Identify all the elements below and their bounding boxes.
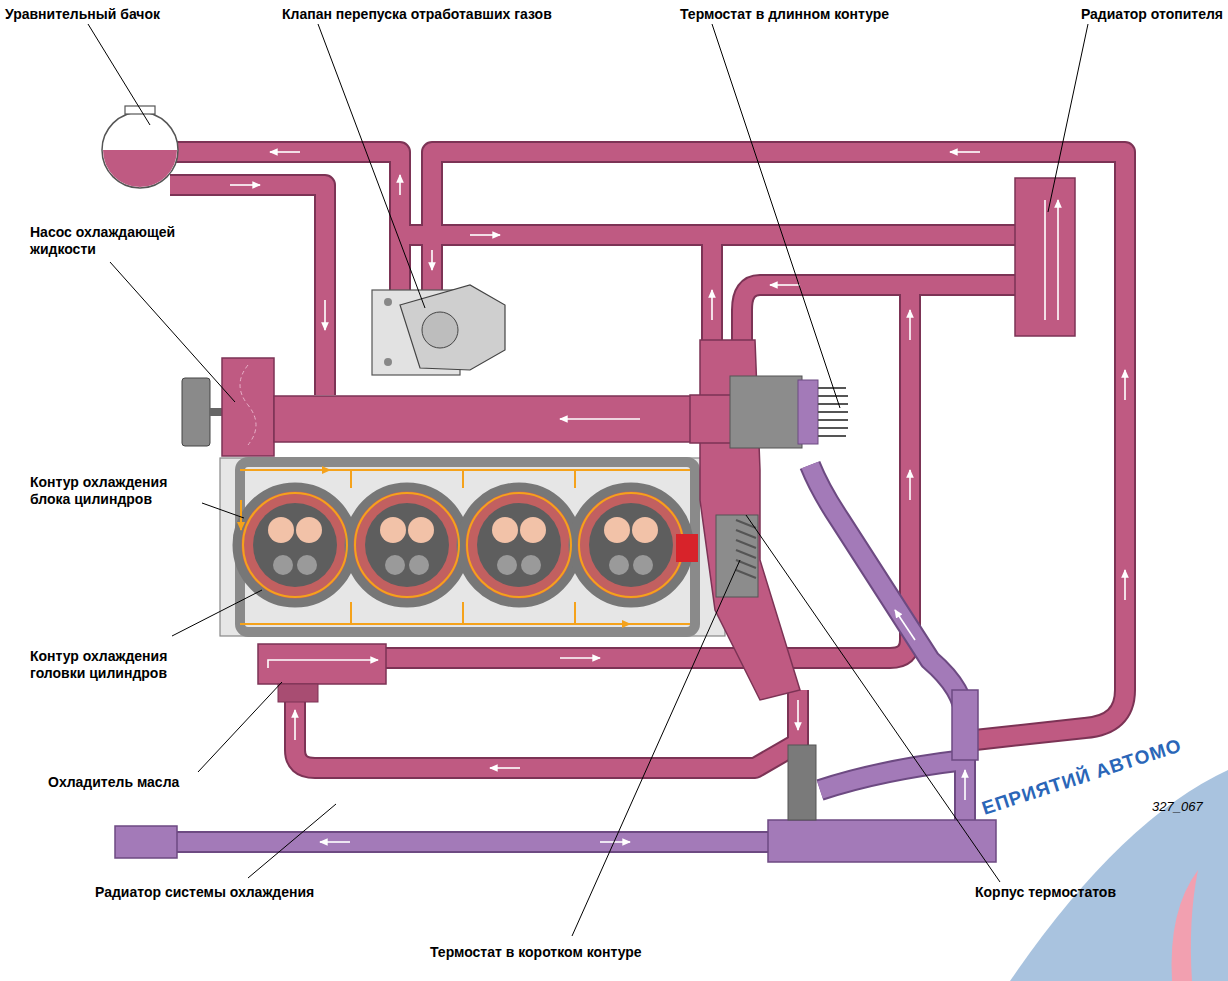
watermark-swoosh <box>1010 770 1228 981</box>
figure-number: 327_067 <box>1152 798 1203 815</box>
part-label: Насос охлаждающей жидкости <box>30 224 230 258</box>
part-label: Контур охлаждения головки цилиндров <box>30 648 205 682</box>
part-label: Контур охлаждения блока цилиндров <box>30 474 205 508</box>
coolant-radiator <box>115 690 996 862</box>
expansion-tank <box>102 106 178 188</box>
part-label: Уравнительный бачок <box>5 6 160 23</box>
part-label: Радиатор отопителя <box>1081 6 1223 23</box>
watermark-swoosh <box>1172 870 1198 981</box>
leader-line <box>88 24 1088 936</box>
engine-block <box>220 458 725 636</box>
part-label: Клапан перепуска отработавших газов <box>282 6 552 23</box>
oil-cooler <box>258 644 386 702</box>
part-label: Термостат в длинном контуре <box>680 6 889 23</box>
heater-radiator <box>1015 178 1075 336</box>
part-label: Охладитель масла <box>48 774 179 791</box>
egr-bypass-valve <box>372 285 505 375</box>
part-label: Корпус термостатов <box>975 884 1116 901</box>
part-label: Термостат в коротком контуре <box>430 944 642 961</box>
part-label: Радиатор системы охлаждения <box>95 884 314 901</box>
coolant-pump <box>182 358 694 456</box>
